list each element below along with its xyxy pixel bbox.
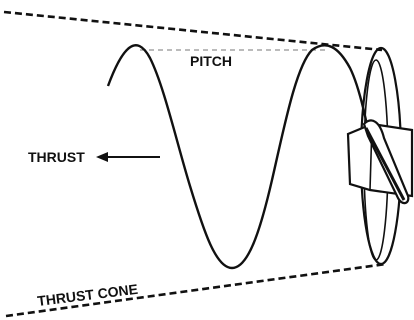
thrust-arrow-head <box>96 152 108 162</box>
pitch-label: PITCH <box>190 53 232 69</box>
thrust-label: THRUST <box>28 149 85 165</box>
